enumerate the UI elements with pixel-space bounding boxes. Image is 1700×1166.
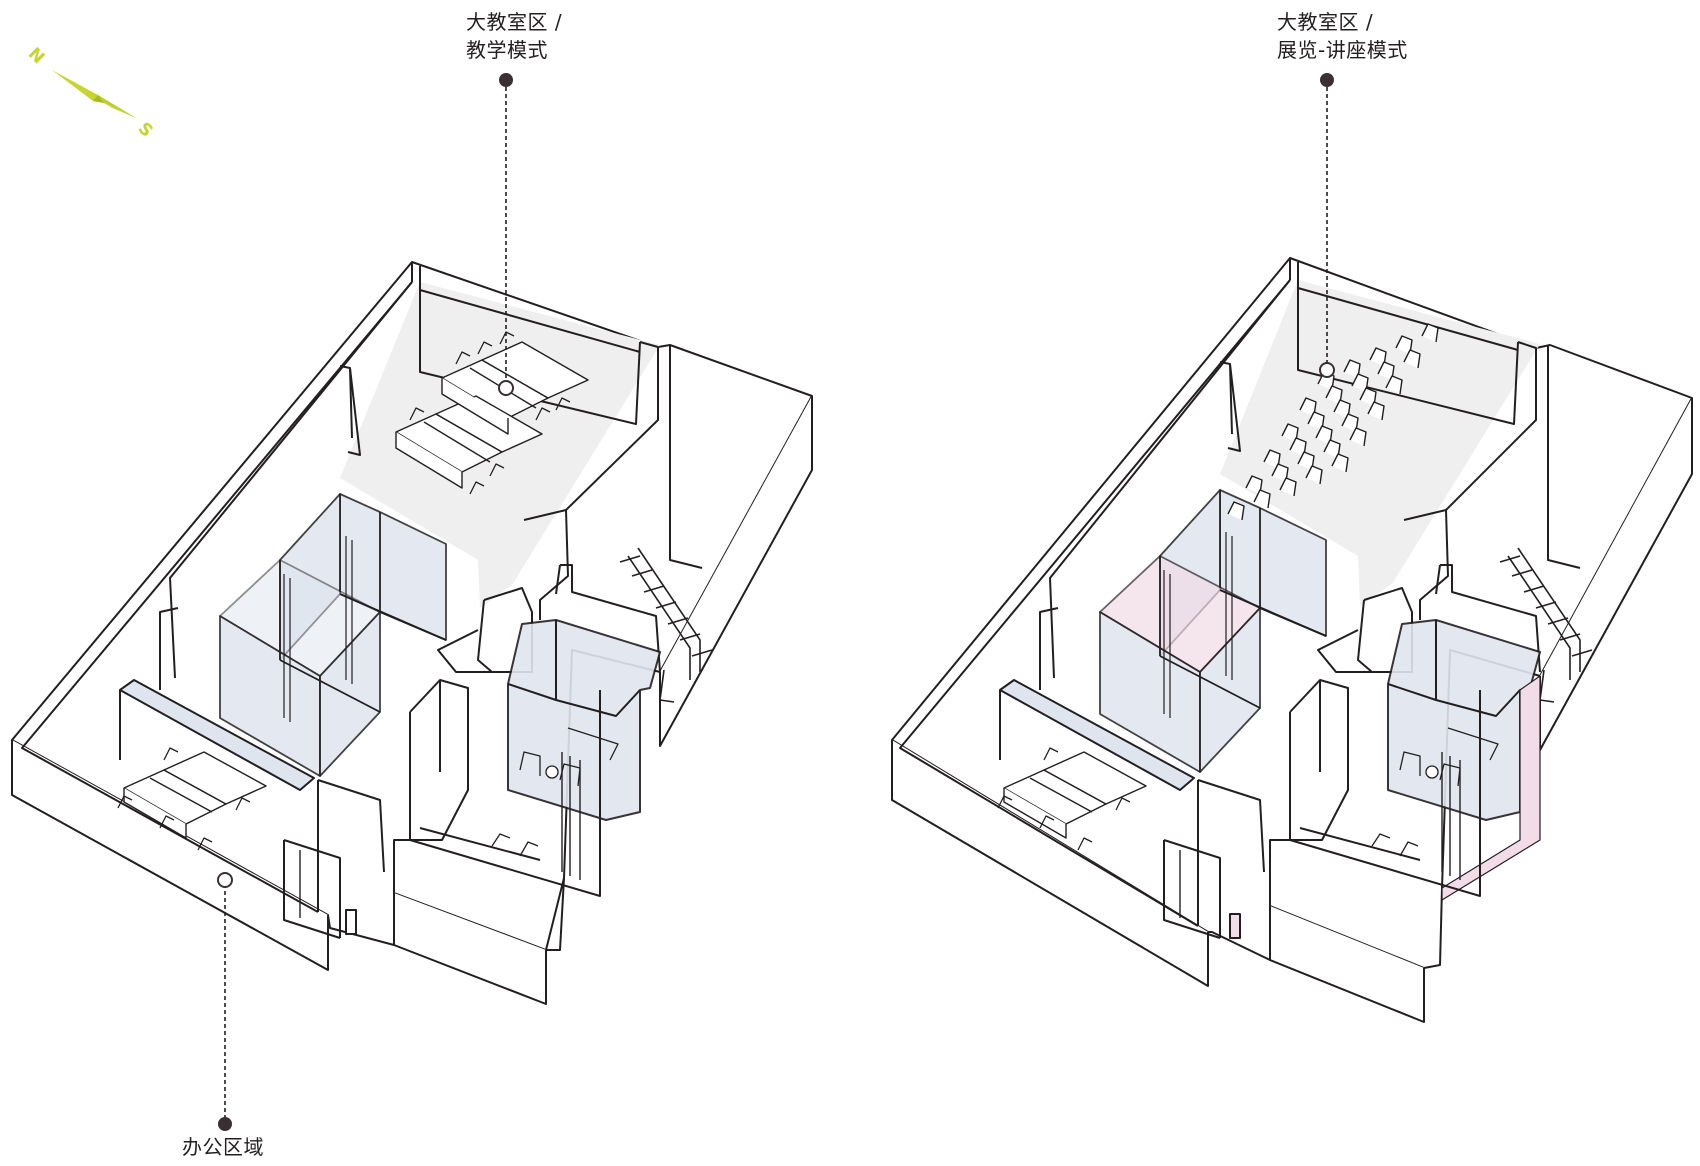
lounge-chairs-left-lower: [491, 833, 539, 857]
chairs-left-top: [409, 331, 571, 495]
callout-classroom-lecture: 大教室区 / 展览-讲座模式: [1277, 8, 1408, 64]
callout-classroom-teaching: 大教室区 / 教学模式: [466, 8, 562, 64]
leader-anchor-right-top: [1319, 362, 1335, 378]
pink-display-wall-right: [1441, 675, 1541, 901]
callout-right-top-line1: 大教室区 /: [1277, 10, 1374, 34]
office-desks-right: [1003, 751, 1147, 839]
lounge-chairs-left: [519, 727, 619, 787]
callout-left-top-line2: 教学模式: [466, 38, 548, 62]
right-floor-plan: [891, 257, 1693, 1023]
lounge-chairs-right: [1371, 727, 1499, 857]
leader-anchor-left-top: [498, 380, 514, 396]
office-desks-left: [123, 751, 267, 839]
callout-left-top-line1: 大教室区 /: [466, 10, 563, 34]
leader-lines: [224, 80, 1328, 1122]
office-glass-partition-right: [999, 679, 1195, 791]
study-room-boxes-left: [219, 493, 447, 777]
chairs-left-bottom: [117, 747, 251, 851]
small-meeting-room-left: [507, 619, 661, 821]
left-floor-plan: [11, 261, 813, 1005]
staircase-left: [619, 547, 713, 703]
leader-dot-right-top: [1320, 73, 1334, 87]
big-classroom-floor-right: [1220, 280, 1540, 606]
leader-dot-left-top: [499, 73, 513, 87]
leader-dots: [217, 73, 1335, 1131]
leader-anchor-left-bottom: [217, 872, 233, 888]
leader-dot-left-bottom: [218, 1117, 232, 1131]
teaching-desks-left: [395, 341, 589, 489]
study-room-boxes-right: [1099, 489, 1327, 773]
small-meeting-room-right: [1387, 619, 1541, 821]
office-glass-partition-left: [119, 679, 315, 791]
lecture-chairs-right: [1227, 323, 1439, 521]
staircase-right: [1499, 547, 1593, 703]
callout-right-top-line2: 展览-讲座模式: [1277, 38, 1408, 62]
chairs-right-bottom: [997, 747, 1131, 851]
compass-rose: [52, 70, 136, 118]
callout-office-area: 办公区域: [182, 1133, 264, 1161]
callout-left-bottom-line1: 办公区域: [182, 1135, 264, 1159]
